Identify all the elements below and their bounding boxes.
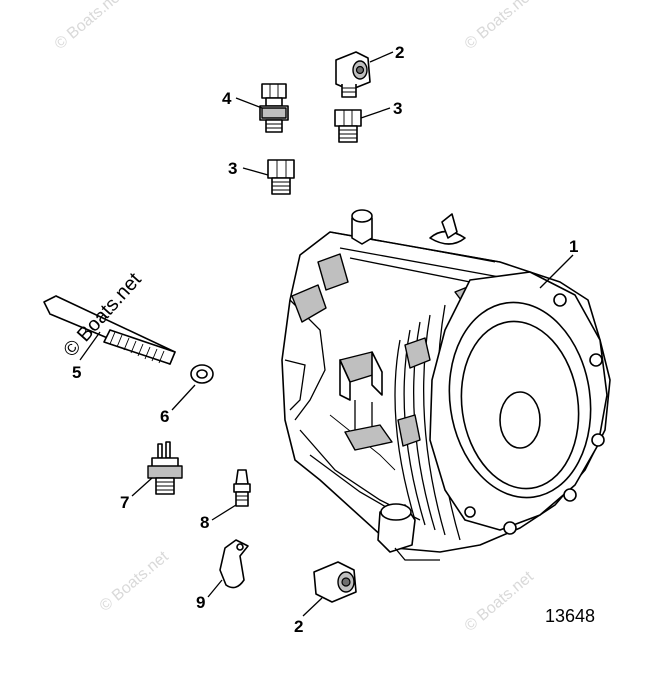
callout-8: 8 xyxy=(200,513,209,532)
sender-fitting xyxy=(235,83,289,133)
leader-7 xyxy=(131,477,153,497)
callout-7: 7 xyxy=(120,493,129,512)
leader-2-bottom xyxy=(302,597,323,617)
leader-9 xyxy=(207,579,223,598)
lock-washer xyxy=(171,364,214,411)
callout-5: 5 xyxy=(72,363,81,382)
callout-4: 4 xyxy=(222,89,232,108)
watermark-bottom-right: © Boats.net xyxy=(462,568,538,635)
callout-6: 6 xyxy=(160,407,169,426)
leader-4 xyxy=(235,97,263,109)
watermark-bottom-left: © Boats.net xyxy=(97,548,173,615)
leader-3-right xyxy=(360,107,391,119)
leader-8 xyxy=(211,504,237,521)
leader-1 xyxy=(539,254,574,289)
adapter-fitting-left xyxy=(242,159,295,195)
elbow-fitting-top xyxy=(335,51,394,98)
watermark-top-left: © Boats.net xyxy=(52,0,128,53)
callout-3-right: 3 xyxy=(393,99,402,118)
callout-2-bottom: 2 xyxy=(294,617,303,636)
elbow-fitting-bottom xyxy=(302,561,357,617)
leader-3-left xyxy=(242,167,269,176)
adapter-fitting-right xyxy=(334,107,391,143)
figure-number: 13648 xyxy=(545,606,595,626)
callout-3-left: 3 xyxy=(228,159,237,178)
temperature-switch xyxy=(131,441,183,497)
transmission-housing xyxy=(281,209,611,561)
leader-5 xyxy=(79,331,101,361)
callout-1: 1 xyxy=(569,237,578,256)
hose-barb-fitting xyxy=(211,469,251,521)
callout-9: 9 xyxy=(196,593,205,612)
bolt xyxy=(43,295,176,365)
clip xyxy=(207,539,249,598)
watermark-top-right: © Boats.net xyxy=(462,0,538,53)
callout-2-top: 2 xyxy=(395,43,404,62)
leader-6 xyxy=(171,384,196,411)
callout-labels: 1 2 3 4 3 5 6 7 8 9 2 xyxy=(72,43,578,636)
leader-2-top xyxy=(369,51,394,63)
